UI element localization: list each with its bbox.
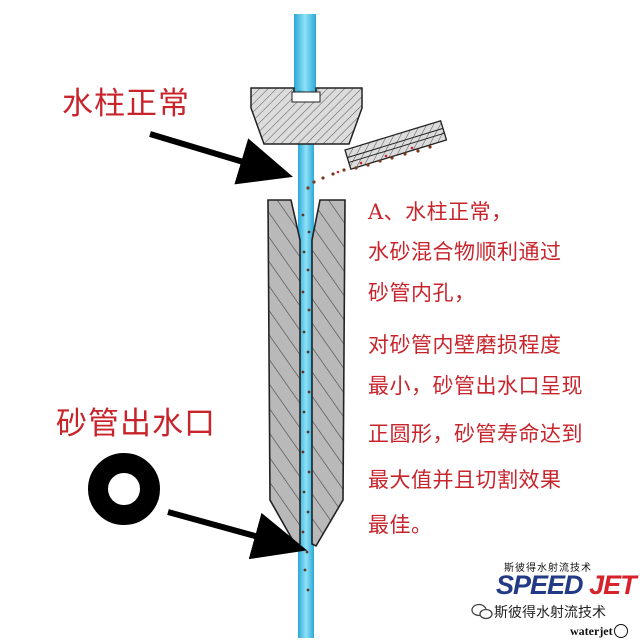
abrasive-feed-tube <box>344 119 448 170</box>
label-outlet: 砂管出水口 <box>56 406 216 442</box>
wechat-icon <box>471 603 493 620</box>
description-line: 正圆形，砂管寿命达到 <box>368 422 583 446</box>
description-line: 最佳。 <box>368 513 433 537</box>
description-line: 最大值并且切割效果 <box>368 468 562 492</box>
ring-icon <box>613 624 628 638</box>
wechat-name: 斯彼得水射流技术 <box>494 605 606 621</box>
description-line: 最小，砂管出水口呈现 <box>368 374 583 398</box>
description-line: A、水柱正常， <box>368 200 513 224</box>
logo-jet: JET <box>589 570 637 600</box>
arrow-icon <box>149 131 293 185</box>
brand-logo: SPEED JET <box>496 570 637 601</box>
water-column-top <box>294 14 316 94</box>
description-line: 水砂混合物顺利通过 <box>368 240 562 264</box>
brand-cn-name: 斯彼得水射流技术 <box>504 563 592 574</box>
water-column <box>298 90 314 638</box>
abrasive-particles-stream <box>306 145 432 190</box>
wechat-account: 斯彼得水射流技术 <box>470 602 606 622</box>
account-handle: waterjet <box>570 624 628 639</box>
round-outlet-icon <box>88 453 160 525</box>
label-normal-jet: 水柱正常 <box>62 86 190 122</box>
handle-text: waterjet <box>570 624 613 638</box>
orifice-jewel <box>291 91 321 103</box>
arrow-icon <box>167 509 308 560</box>
description-line: 砂管内孔， <box>368 281 476 305</box>
description-line: 对砂管内壁磨损程度 <box>368 333 562 357</box>
mixing-tube-right <box>311 199 346 548</box>
logo-speed: SPEED <box>496 570 584 600</box>
mixing-tube-left <box>267 199 301 548</box>
